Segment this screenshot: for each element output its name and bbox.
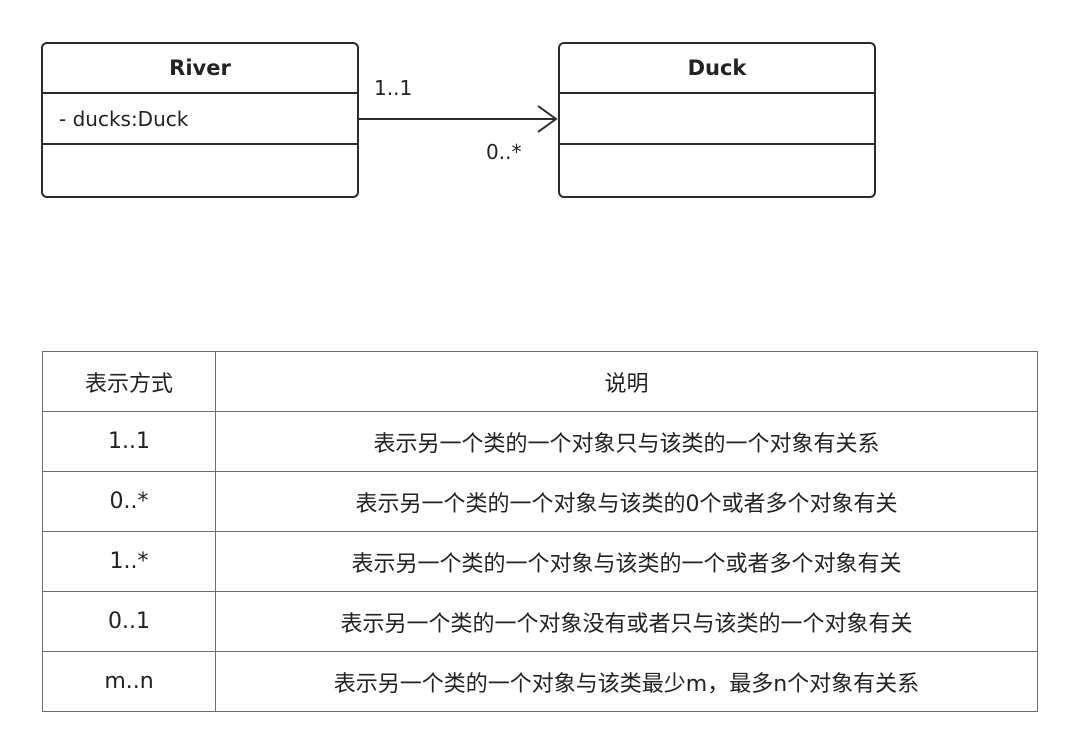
table-row: m..n 表示另一个类的一个对象与该类最少m，最多n个对象有关系 xyxy=(42,651,1038,712)
class-river-attribute: - ducks:Duck xyxy=(59,106,189,131)
cell-notation: 1..1 xyxy=(42,411,216,472)
cell-notation: m..n xyxy=(42,651,216,712)
table-row: 0..* 表示另一个类的一个对象与该类的0个或者多个对象有关 xyxy=(42,471,1038,532)
class-river: River - ducks:Duck xyxy=(41,42,359,198)
class-duck-name: Duck xyxy=(560,44,874,94)
header-notation: 表示方式 xyxy=(42,351,216,412)
header-description: 说明 xyxy=(215,351,1038,412)
class-river-name: River xyxy=(43,44,357,94)
cell-description: 表示另一个类的一个对象只与该类的一个对象有关系 xyxy=(215,411,1038,472)
open-arrowhead-icon xyxy=(537,105,558,133)
multiplicity-table: 表示方式 说明 1..1 表示另一个类的一个对象只与该类的一个对象有关系 0..… xyxy=(42,351,1038,712)
class-river-attributes: - ducks:Duck xyxy=(43,94,357,145)
cell-notation: 1..* xyxy=(42,531,216,592)
cell-notation: 0..* xyxy=(42,471,216,532)
source-multiplicity: 1..1 xyxy=(374,76,413,100)
table-row: 0..1 表示另一个类的一个对象没有或者只与该类的一个对象有关 xyxy=(42,591,1038,652)
target-multiplicity: 0..* xyxy=(486,140,522,164)
cell-notation: 0..1 xyxy=(42,591,216,652)
class-duck: Duck xyxy=(558,42,876,198)
table-row: 1..1 表示另一个类的一个对象只与该类的一个对象有关系 xyxy=(42,411,1038,472)
table-header-row: 表示方式 说明 xyxy=(42,351,1038,412)
cell-description: 表示另一个类的一个对象与该类的一个或者多个对象有关 xyxy=(215,531,1038,592)
class-duck-attributes xyxy=(560,94,874,145)
cell-description: 表示另一个类的一个对象没有或者只与该类的一个对象有关 xyxy=(215,591,1038,652)
cell-description: 表示另一个类的一个对象与该类最少m，最多n个对象有关系 xyxy=(215,651,1038,712)
cell-description: 表示另一个类的一个对象与该类的0个或者多个对象有关 xyxy=(215,471,1038,532)
table-row: 1..* 表示另一个类的一个对象与该类的一个或者多个对象有关 xyxy=(42,531,1038,592)
